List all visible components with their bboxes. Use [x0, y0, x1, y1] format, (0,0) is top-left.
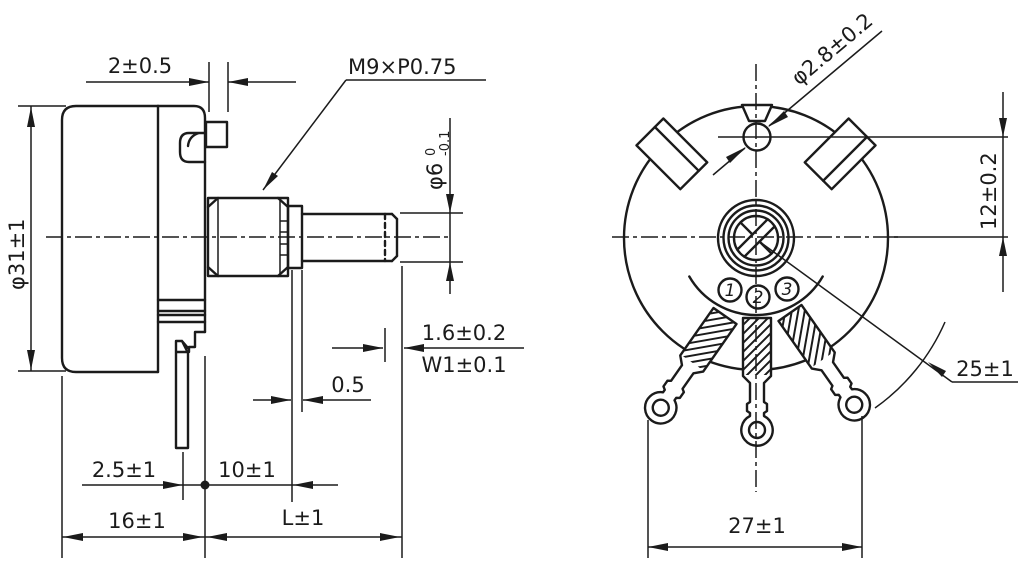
thread-label-text: M9×P0.75: [348, 55, 457, 79]
locating-pin: [204, 120, 229, 149]
dim-hole-offset: 12±0.2: [977, 92, 1007, 292]
bushing-len-text: 10±1: [218, 458, 276, 482]
body-outline: [60, 104, 207, 374]
crimp-tab-right: [803, 117, 877, 191]
dim-lug-radius: 25±1: [759, 241, 1018, 409]
pilot-hole: [742, 122, 772, 152]
terminal-number-3: 3: [782, 280, 793, 300]
front-view: 1 2 3 φ2.8±0.2 12±0.2: [612, 8, 1018, 558]
dim-lug-span: 27±1: [647, 416, 863, 558]
pilot-hole-text: φ2.8±0.2: [787, 8, 878, 90]
dim-label-pin-protrusion: 2±0.5: [108, 54, 172, 78]
dim-lug-offset-and-bushing: 2.5±1 10±1: [82, 452, 338, 500]
keying-notch: [740, 103, 774, 123]
flat-depth-text: 1.6±0.2: [422, 321, 506, 345]
side-view: 2±0.5 M9×P0.75 φ6 0 -0.1: [5, 54, 524, 558]
lug-offset-text: 2.5±1: [92, 458, 156, 482]
terminal-number-1: 1: [725, 281, 736, 301]
cover-seam-arc: [688, 275, 824, 317]
dim-body-diameter: φ31±1: [5, 105, 66, 372]
shaft-dia-tol-upper: 0: [424, 148, 439, 156]
dim-pin-protrusion: 2±0.5: [86, 54, 296, 112]
dim-depth-and-shaft-length: 16±1 L±1: [61, 266, 403, 558]
terminal-lug-1: [639, 289, 751, 430]
side-terminal-lug: [174, 339, 190, 450]
dim-shaft-diameter: φ6 0 -0.1: [400, 118, 463, 294]
terminal-lug-2: [741, 296, 772, 446]
shaft-dia-tol-lower: -0.1: [438, 131, 453, 156]
body-depth-text: 16±1: [108, 509, 166, 533]
dim-washer-thickness: 0.5: [253, 270, 371, 502]
crimp-tab-left: [635, 117, 709, 191]
shaft-dia-text: φ6: [423, 163, 447, 190]
body-dia-text: φ31±1: [5, 218, 29, 290]
shaft: [300, 212, 399, 263]
terminal-lug-3: [765, 286, 877, 427]
dim-shaft-flat: 1.6±0.2 W1±0.1: [332, 321, 524, 377]
crimp-hook: [178, 131, 207, 164]
hole-offset-text: 12±0.2: [977, 152, 1001, 230]
flat-width-text: W1±0.1: [421, 353, 506, 377]
shaft-hub: [716, 198, 796, 278]
lug-span-text: 27±1: [728, 514, 786, 538]
shaft-len-text: L±1: [282, 506, 325, 530]
terminal-numbers: 1 2 3: [717, 276, 800, 310]
label-thread: M9×P0.75: [262, 55, 486, 191]
lug-radius-text: 25±1: [956, 357, 1014, 381]
terminal-number-2: 2: [753, 288, 764, 308]
washer-text: 0.5: [331, 373, 364, 397]
